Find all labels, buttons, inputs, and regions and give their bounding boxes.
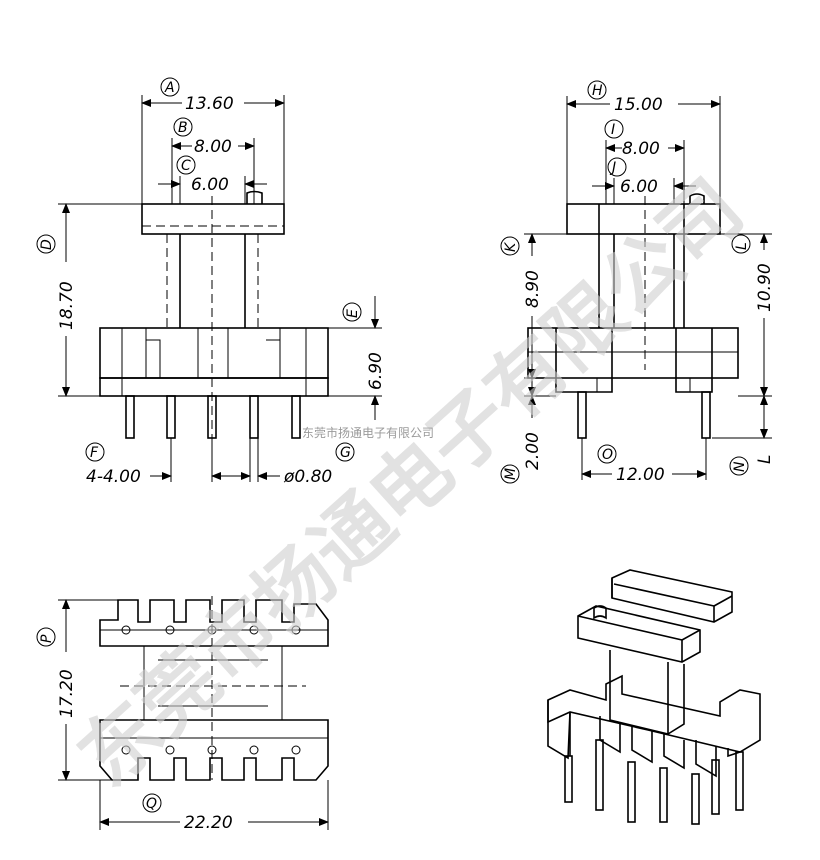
dim-15-00: 15.00	[614, 95, 663, 115]
label-d: D	[39, 239, 55, 250]
label-l: L	[734, 242, 750, 250]
dim-8-90: 8.90	[523, 270, 543, 308]
dim-8-00-b: 8.00	[194, 137, 232, 157]
label-a: A	[164, 80, 175, 96]
dim-pitch: 4-4.00	[86, 467, 141, 487]
dim-22-20: 22.20	[184, 813, 233, 833]
front-view: 13.60 A 8.00 B 6.00 C 18.70 D 6.90	[36, 77, 386, 487]
label-c: C	[181, 158, 191, 174]
dim-pin-diameter: ø0.80	[283, 467, 332, 487]
bottom-view: 17.20 P 22.20 Q	[36, 596, 329, 833]
label-g: G	[340, 445, 351, 461]
label-e: E	[345, 309, 361, 318]
dim-6-00-j: 6.00	[620, 177, 658, 197]
label-i: I	[611, 122, 615, 138]
dim-12-00: 12.00	[616, 465, 665, 485]
dim-pin-l: L	[755, 455, 775, 464]
dim-13-60: 13.60	[185, 94, 234, 114]
label-k: K	[503, 241, 519, 252]
dim-8-00-i: 8.00	[622, 139, 660, 159]
label-j: J	[609, 160, 616, 176]
label-p: P	[39, 634, 55, 643]
dim-17-20: 17.20	[57, 669, 77, 718]
dim-6-00-c: 6.00	[191, 175, 229, 195]
label-m: M	[503, 468, 519, 480]
label-q: Q	[146, 796, 157, 812]
dim-10-90: 10.90	[755, 263, 775, 312]
dim-2-00: 2.00	[523, 432, 543, 470]
label-f: F	[90, 445, 99, 461]
label-b: B	[178, 120, 188, 136]
watermark-small-text: 东莞市扬通电子有限公司	[302, 425, 434, 440]
isometric-view	[547, 569, 761, 825]
dim-18-70: 18.70	[57, 281, 77, 330]
label-o: O	[602, 447, 613, 463]
label-n: N	[732, 461, 748, 472]
label-h: H	[592, 83, 603, 99]
side-view: 15.00 H 8.00 I 6.00 J 8.90 K 10.90	[500, 80, 775, 485]
dim-6-90: 6.90	[366, 352, 386, 390]
